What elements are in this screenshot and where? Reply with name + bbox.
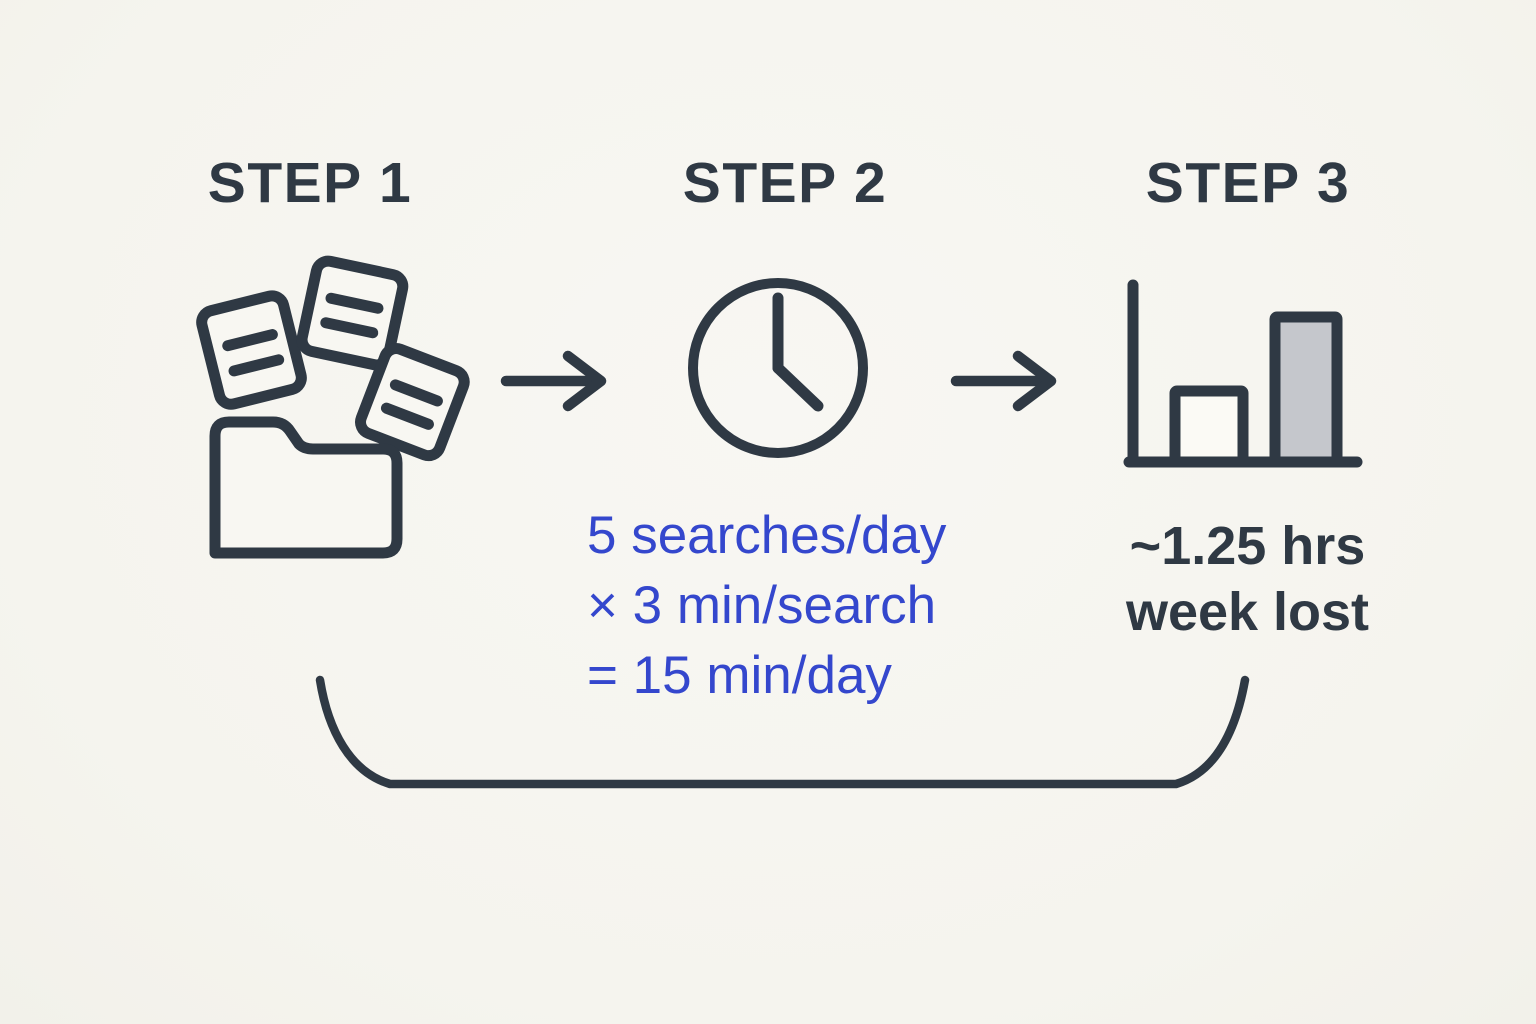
under-brace <box>315 675 1250 789</box>
arrow-right-icon <box>500 350 607 412</box>
calculation-line-1: 5 searches/day <box>587 506 947 565</box>
step-2-label: STEP 2 <box>682 151 888 215</box>
document-icon <box>296 255 409 371</box>
bar-chart-icon <box>1123 279 1363 468</box>
step-1-label: STEP 1 <box>207 151 413 215</box>
result-line-1: ~1.25 hrs <box>1129 516 1366 576</box>
calculation-text: 5 searches/day × 3 min/search = 15 min/d… <box>587 501 946 711</box>
result-text: ~1.25 hrs week lost <box>1075 513 1420 645</box>
arrow-right-icon <box>950 350 1057 412</box>
folder-icon <box>209 416 403 559</box>
document-icon <box>355 343 470 462</box>
clock-icon <box>688 278 868 458</box>
result-line-2: week lost <box>1125 582 1370 642</box>
calculation-line-2: × 3 min/search <box>587 576 937 635</box>
step-3-label: STEP 3 <box>1145 151 1351 215</box>
document-icon <box>196 290 307 410</box>
calculation-line-3: = 15 min/day <box>587 646 892 705</box>
bar-small <box>1169 385 1249 468</box>
scattered-documents-folder-icon <box>196 255 470 559</box>
bar-tall <box>1269 311 1343 468</box>
